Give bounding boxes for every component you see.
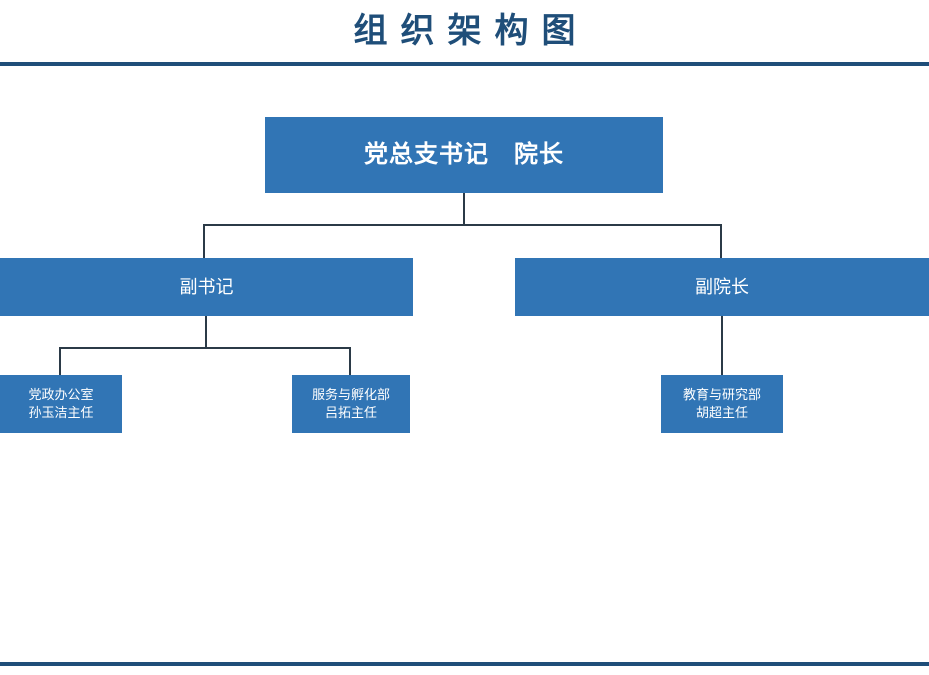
- org-node-party-admin-office[interactable]: 党政办公室 孙玉洁主任: [0, 375, 122, 433]
- connector-root-stem: [463, 193, 465, 225]
- org-node-education-research-dept-label: 教育与研究部 胡超主任: [683, 386, 761, 421]
- connector-level2-drop-right: [720, 224, 722, 258]
- connector-level2-drop-left: [203, 224, 205, 258]
- org-node-party-admin-office-line2: 孙玉洁主任: [28, 405, 94, 420]
- org-node-service-incubation-dept[interactable]: 服务与孵化部 吕拓主任: [292, 375, 410, 433]
- org-node-service-incubation-dept-label: 服务与孵化部 吕拓主任: [312, 386, 390, 421]
- page-header: 组织架构图: [0, 0, 929, 63]
- connector-level3-drop-b: [349, 347, 351, 375]
- page-title: 组织架构图: [353, 12, 589, 50]
- connector-deputy-dean-stem: [721, 316, 723, 375]
- org-node-deputy-secretary[interactable]: 副书记: [0, 258, 413, 316]
- org-chart-canvas: 党总支书记 院长 副书记 副院长 党政办公室 孙玉洁主任 服务与孵化部 吕拓主任…: [0, 66, 929, 662]
- footer-divider-rule: [0, 662, 929, 666]
- org-node-education-research-dept-line2: 胡超主任: [695, 405, 748, 420]
- org-node-education-research-dept[interactable]: 教育与研究部 胡超主任: [661, 375, 783, 433]
- org-node-service-incubation-dept-line1: 服务与孵化部: [311, 387, 390, 403]
- org-node-party-admin-office-label: 党政办公室 孙玉洁主任: [28, 386, 93, 421]
- connector-level3-bus-left: [59, 347, 351, 349]
- org-node-root[interactable]: 党总支书记 院长: [265, 117, 663, 193]
- connector-level2-bus: [203, 224, 722, 226]
- org-node-root-label: 党总支书记 院长: [364, 140, 564, 168]
- org-node-service-incubation-dept-line2: 吕拓主任: [324, 405, 377, 420]
- org-node-party-admin-office-line1: 党政办公室: [28, 387, 94, 403]
- org-node-deputy-dean-label: 副院长: [695, 276, 749, 297]
- org-node-deputy-secretary-label: 副书记: [179, 276, 234, 297]
- org-node-education-research-dept-line1: 教育与研究部: [682, 387, 761, 403]
- connector-deputy-secretary-stem: [205, 316, 207, 348]
- header-divider-rule: [0, 62, 929, 66]
- connector-level3-drop-a: [59, 347, 61, 375]
- org-node-deputy-dean[interactable]: 副院长: [515, 258, 929, 316]
